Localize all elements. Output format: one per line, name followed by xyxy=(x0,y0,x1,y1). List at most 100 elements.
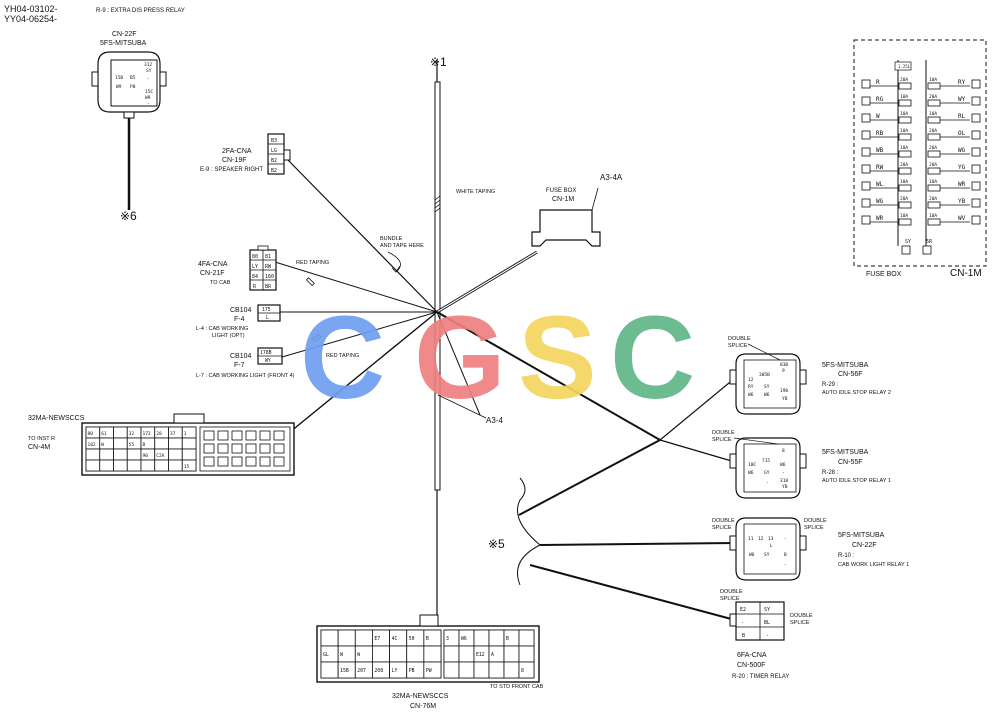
svg-text:B3: B3 xyxy=(271,138,277,144)
cn76m-pin-cell xyxy=(443,661,460,679)
svg-text:11: 11 xyxy=(748,536,754,542)
svg-text:R: R xyxy=(253,284,257,290)
cn4m-cavity xyxy=(231,443,243,454)
fuse-wire-left: WR xyxy=(876,215,884,222)
cn4m-pin-label: 80 xyxy=(88,431,94,437)
fuse-amp: 20A xyxy=(929,128,937,134)
svg-text:TO CAB: TO CAB xyxy=(210,280,231,286)
fuse-amp: 10A xyxy=(900,94,908,100)
fuse-wire-right: YB xyxy=(958,198,966,205)
svg-text:12: 12 xyxy=(758,536,764,542)
cn76m-pin-label: W6 xyxy=(461,636,467,642)
svg-text:-: - xyxy=(782,471,785,476)
svg-text:160: 160 xyxy=(265,274,274,280)
cn4m-cavity xyxy=(273,430,285,441)
svg-text:CB104: CB104 xyxy=(230,353,252,360)
svg-text:YB: YB xyxy=(782,484,788,490)
fuse-pin-right xyxy=(971,113,981,123)
svg-text:-: - xyxy=(784,563,787,568)
svg-text:312: 312 xyxy=(144,62,152,68)
bundle-label-1: BUNDLE xyxy=(380,236,403,242)
connector-cn500f: E2 - BL B - SY DOUBLE SPLICE DOUBLE SPLI… xyxy=(720,589,813,680)
watermark-letter-3: S xyxy=(518,292,597,424)
svg-text:5FS-MITSUBA: 5FS-MITSUBA xyxy=(838,532,885,539)
connector-cb104-f4: 175 L CB104 F-4 L-4 : CAB WORKING LIGHT … xyxy=(196,304,281,339)
fuse-pin-right xyxy=(971,96,981,106)
fuse-amp: 20A xyxy=(929,162,937,168)
fuse-amp: 10A xyxy=(929,77,937,83)
fuse-wire-right: WV xyxy=(958,215,966,222)
svg-text:SPLICE: SPLICE xyxy=(804,525,824,531)
marker-5: ※5 xyxy=(488,537,505,551)
cn76m-pin-cell xyxy=(423,645,442,663)
svg-text:CN-1M: CN-1M xyxy=(950,268,982,279)
svg-text:W6: W6 xyxy=(748,470,754,476)
cn76m-pin-cell xyxy=(423,661,442,679)
fuse-pin-left xyxy=(861,96,871,106)
connector-cb104-f7: 178B WY CB104 F-7 L-7 : CAB WORKING LIGH… xyxy=(196,347,295,379)
fuse-wire-left: WG xyxy=(876,198,884,205)
fuse-pin-left xyxy=(861,130,871,140)
svg-text:W9: W9 xyxy=(116,84,122,90)
svg-text:-: - xyxy=(766,481,769,486)
svg-text:80: 80 xyxy=(252,254,258,260)
cn4m-pin-label: 182 xyxy=(88,442,96,448)
fuse-pin-right xyxy=(971,147,981,157)
svg-text:E2: E2 xyxy=(740,607,746,613)
svg-text:W6: W6 xyxy=(748,392,754,398)
svg-text:SPLICE: SPLICE xyxy=(790,620,810,626)
cn76m-pin-label: 208 xyxy=(374,668,383,674)
cn76m-pin-label: A xyxy=(491,652,494,658)
cn76m-pin-cell xyxy=(458,661,475,679)
cn4m-pin-cell xyxy=(126,459,142,472)
svg-text:-: - xyxy=(766,633,769,639)
fuse-element xyxy=(927,99,941,107)
svg-text:5FS-MITSUBA: 5FS-MITSUBA xyxy=(822,449,869,456)
svg-text:15B: 15B xyxy=(115,75,123,81)
cn4m-pin-label: 37 xyxy=(170,431,176,437)
cn4m-cavity xyxy=(259,443,271,454)
cn4m-cavity xyxy=(259,456,271,467)
cn76m-pin-cell xyxy=(458,645,475,663)
svg-text:WY: WY xyxy=(265,358,271,364)
svg-text:SY: SY xyxy=(905,239,911,245)
red-taping-label-2: RED TAPING xyxy=(326,353,359,359)
svg-text:SY: SY xyxy=(146,68,152,74)
svg-text:TO INST R: TO INST R xyxy=(28,436,55,442)
fuse-amp: 10A xyxy=(929,111,937,117)
fuse-element xyxy=(898,99,912,107)
fuse-wire-right: YG xyxy=(958,164,966,171)
svg-text:318: 318 xyxy=(780,478,788,484)
cn4m-pin-cell xyxy=(113,437,128,450)
cn76m-pin-cell xyxy=(518,645,535,663)
svg-text:W9: W9 xyxy=(145,95,151,101)
fuse-amp: 10A xyxy=(900,179,908,185)
fuse-amp: 20A xyxy=(900,162,908,168)
svg-text:715: 715 xyxy=(762,458,770,464)
svg-text:-: - xyxy=(784,537,787,542)
fuse-element xyxy=(927,218,941,226)
cn76m-pin-label: 3 xyxy=(446,636,449,642)
fuse-amp: 10A xyxy=(929,213,937,219)
cn4m-pin-cell xyxy=(168,459,183,472)
fuse-element xyxy=(898,116,912,124)
cn4m-cavity xyxy=(217,443,229,454)
svg-text:R-10 :: R-10 : xyxy=(838,553,855,559)
fuse-wire-left: RG xyxy=(876,96,884,103)
cn76m-pin-cell xyxy=(518,629,535,647)
svg-text:F-7: F-7 xyxy=(234,362,245,369)
svg-text:83B: 83B xyxy=(780,362,788,368)
doc-code-2: YY04-06254- xyxy=(4,14,57,24)
cn4m-pin-label: 32 xyxy=(129,431,135,437)
r9-label: R-9 : EXTRA DIS PRESS RELAY xyxy=(96,8,185,14)
cn4m-pin-cell xyxy=(99,459,114,472)
svg-text:R-28 :: R-28 : xyxy=(822,470,839,476)
fuse-element xyxy=(898,218,912,226)
cn76m-pin-label: LY xyxy=(392,668,398,674)
fuse-element xyxy=(898,133,912,141)
fuse-amp: 10A xyxy=(900,128,908,134)
cn76m-pin-label: 8 xyxy=(521,668,524,674)
fuse-pin-right xyxy=(971,198,981,208)
svg-text:TO STD FRONT CAB: TO STD FRONT CAB xyxy=(490,684,544,690)
